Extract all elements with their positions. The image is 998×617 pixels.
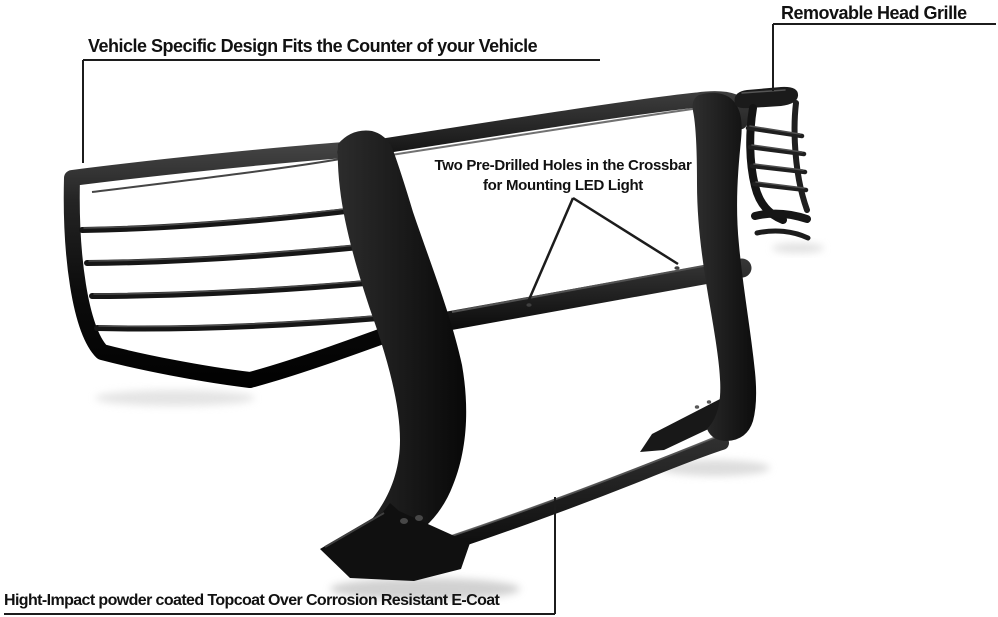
- crossbar-hole-2: [674, 266, 680, 270]
- callout-top-left-label: Vehicle Specific Design Fits the Counter…: [88, 36, 538, 56]
- callout-center-line-right: [572, 196, 679, 266]
- guard-bar-4-highlight: [98, 313, 401, 328]
- grille-rung-1: [745, 125, 805, 139]
- center-upright: [337, 130, 467, 560]
- callout-center-label: Two Pre-Drilled Holes in the Crossbar fo…: [434, 156, 691, 196]
- guard-bar-3: [89, 277, 403, 299]
- bracket-hole-1: [694, 405, 700, 409]
- guard-bar-3-highlight: [93, 277, 399, 295]
- mount-foot-edge-highlight: [324, 512, 385, 548]
- shadow-under-bottom-bar: [660, 460, 770, 476]
- grille-rung-4-highlight: [755, 181, 805, 189]
- callout-top-right-label: Removable Head Grille: [781, 3, 967, 23]
- grille-rung-2-highlight: [751, 144, 803, 153]
- shadow-under-head-grille: [772, 243, 824, 253]
- bottom-bar-bracket: [640, 398, 738, 452]
- removable-head-grille: [734, 86, 811, 241]
- shadow-under-loop: [95, 390, 255, 406]
- grille-rung-2: [747, 144, 807, 157]
- crossbar-highlight: [451, 259, 737, 313]
- shadow-under-foot: [330, 578, 520, 600]
- loop-top-highlight: [91, 157, 347, 193]
- head-grille-top-tab: [734, 86, 799, 109]
- callout-center-line-left: [526, 197, 575, 303]
- head-grille-right-tube: [791, 100, 810, 213]
- callout-lines: [4, 23, 996, 615]
- foot-hole-1: [400, 518, 408, 524]
- crossbar: [438, 258, 752, 331]
- main-frame-top-tube: [337, 91, 752, 162]
- right-upright: [692, 92, 757, 442]
- bracket-hole-2: [706, 400, 712, 404]
- callout-center-label-line1: Two Pre-Drilled Holes in the Crossbar: [434, 157, 692, 174]
- callout-center-label-line2: for Mounting LED Light: [482, 177, 644, 194]
- grille-rung-3: [749, 163, 808, 175]
- head-grille-bottom-tube: [751, 209, 811, 223]
- callout-bottom-label: Hight-Impact powder coated Topcoat Over …: [4, 592, 500, 609]
- grille-rung-4: [751, 181, 809, 193]
- head-grille-lower-bar: [754, 228, 811, 241]
- product-shadows: [95, 243, 824, 600]
- mount-foot: [320, 503, 470, 581]
- foot-hole-2: [415, 515, 423, 521]
- head-grille-tab-highlight: [741, 89, 786, 94]
- guard-bar-4: [94, 313, 405, 332]
- grille-rung-3-highlight: [753, 163, 804, 171]
- crossbar-hole-1: [526, 303, 532, 307]
- top-tube-seam: [351, 107, 701, 162]
- grille-rung-1-highlight: [749, 125, 801, 135]
